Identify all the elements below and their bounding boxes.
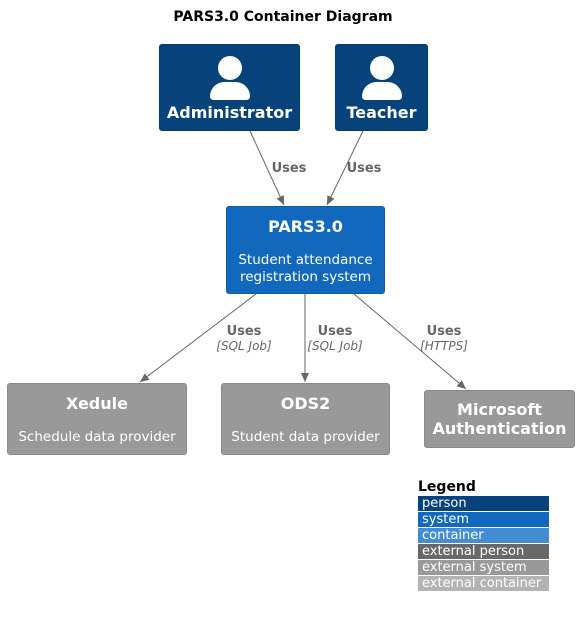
legend-item-system: system bbox=[418, 512, 549, 527]
msauth-name-line1: Microsoft bbox=[457, 400, 542, 419]
legend-item-external-container: external container bbox=[418, 576, 549, 591]
edge-label-msauth: Uses bbox=[426, 324, 462, 339]
edge-pars-to-msauth bbox=[353, 293, 467, 390]
legend-item-person: person bbox=[418, 496, 549, 511]
xedule-desc: Schedule data provider bbox=[18, 429, 176, 445]
legend: Legend person system container external … bbox=[418, 479, 549, 591]
edge-teacher-to-pars bbox=[326, 130, 364, 206]
administrator-node: Administrator bbox=[159, 44, 300, 131]
pars-desc-line1: Student attendance bbox=[238, 252, 373, 268]
pars-desc-line2: registration system bbox=[240, 269, 371, 285]
edge-label-admin: Uses bbox=[271, 161, 307, 176]
administrator-name: Administrator bbox=[166, 103, 293, 122]
teacher-name: Teacher bbox=[346, 103, 417, 122]
xedule-node: Xedule Schedule data provider bbox=[7, 383, 187, 455]
diagram-title: PARS3.0 Container Diagram bbox=[173, 9, 393, 25]
edge-label-teacher: Uses bbox=[346, 161, 382, 176]
legend-item-external-system: external system bbox=[418, 560, 549, 575]
ods2-node: ODS2 Student data provider bbox=[221, 383, 390, 455]
edge-admin-to-pars bbox=[249, 130, 285, 206]
person-icon bbox=[209, 56, 250, 100]
pars-name: PARS3.0 bbox=[268, 217, 343, 236]
legend-title: Legend bbox=[418, 479, 476, 495]
edge-tech-xedule: [SQL Job] bbox=[216, 339, 272, 353]
ods2-desc: Student data provider bbox=[231, 429, 380, 445]
legend-item-external-person: external person bbox=[418, 544, 549, 559]
edge-label-xedule: Uses bbox=[226, 324, 262, 339]
msauth-name-line2: Authentication bbox=[432, 419, 567, 438]
legend-item-container: container bbox=[418, 528, 549, 543]
ods2-name: ODS2 bbox=[280, 394, 331, 413]
pars-node: PARS3.0 Student attendance registration … bbox=[226, 206, 385, 294]
teacher-node: Teacher bbox=[335, 44, 428, 131]
edge-label-ods2: Uses bbox=[317, 324, 353, 339]
edge-tech-msauth: [HTTPS] bbox=[420, 339, 468, 353]
edge-tech-ods2: [SQL Job] bbox=[307, 339, 363, 353]
edge-pars-to-xedule bbox=[139, 293, 257, 383]
msauth-node: Microsoft Authentication bbox=[424, 390, 575, 448]
person-icon bbox=[361, 56, 402, 100]
xedule-name: Xedule bbox=[66, 394, 128, 413]
